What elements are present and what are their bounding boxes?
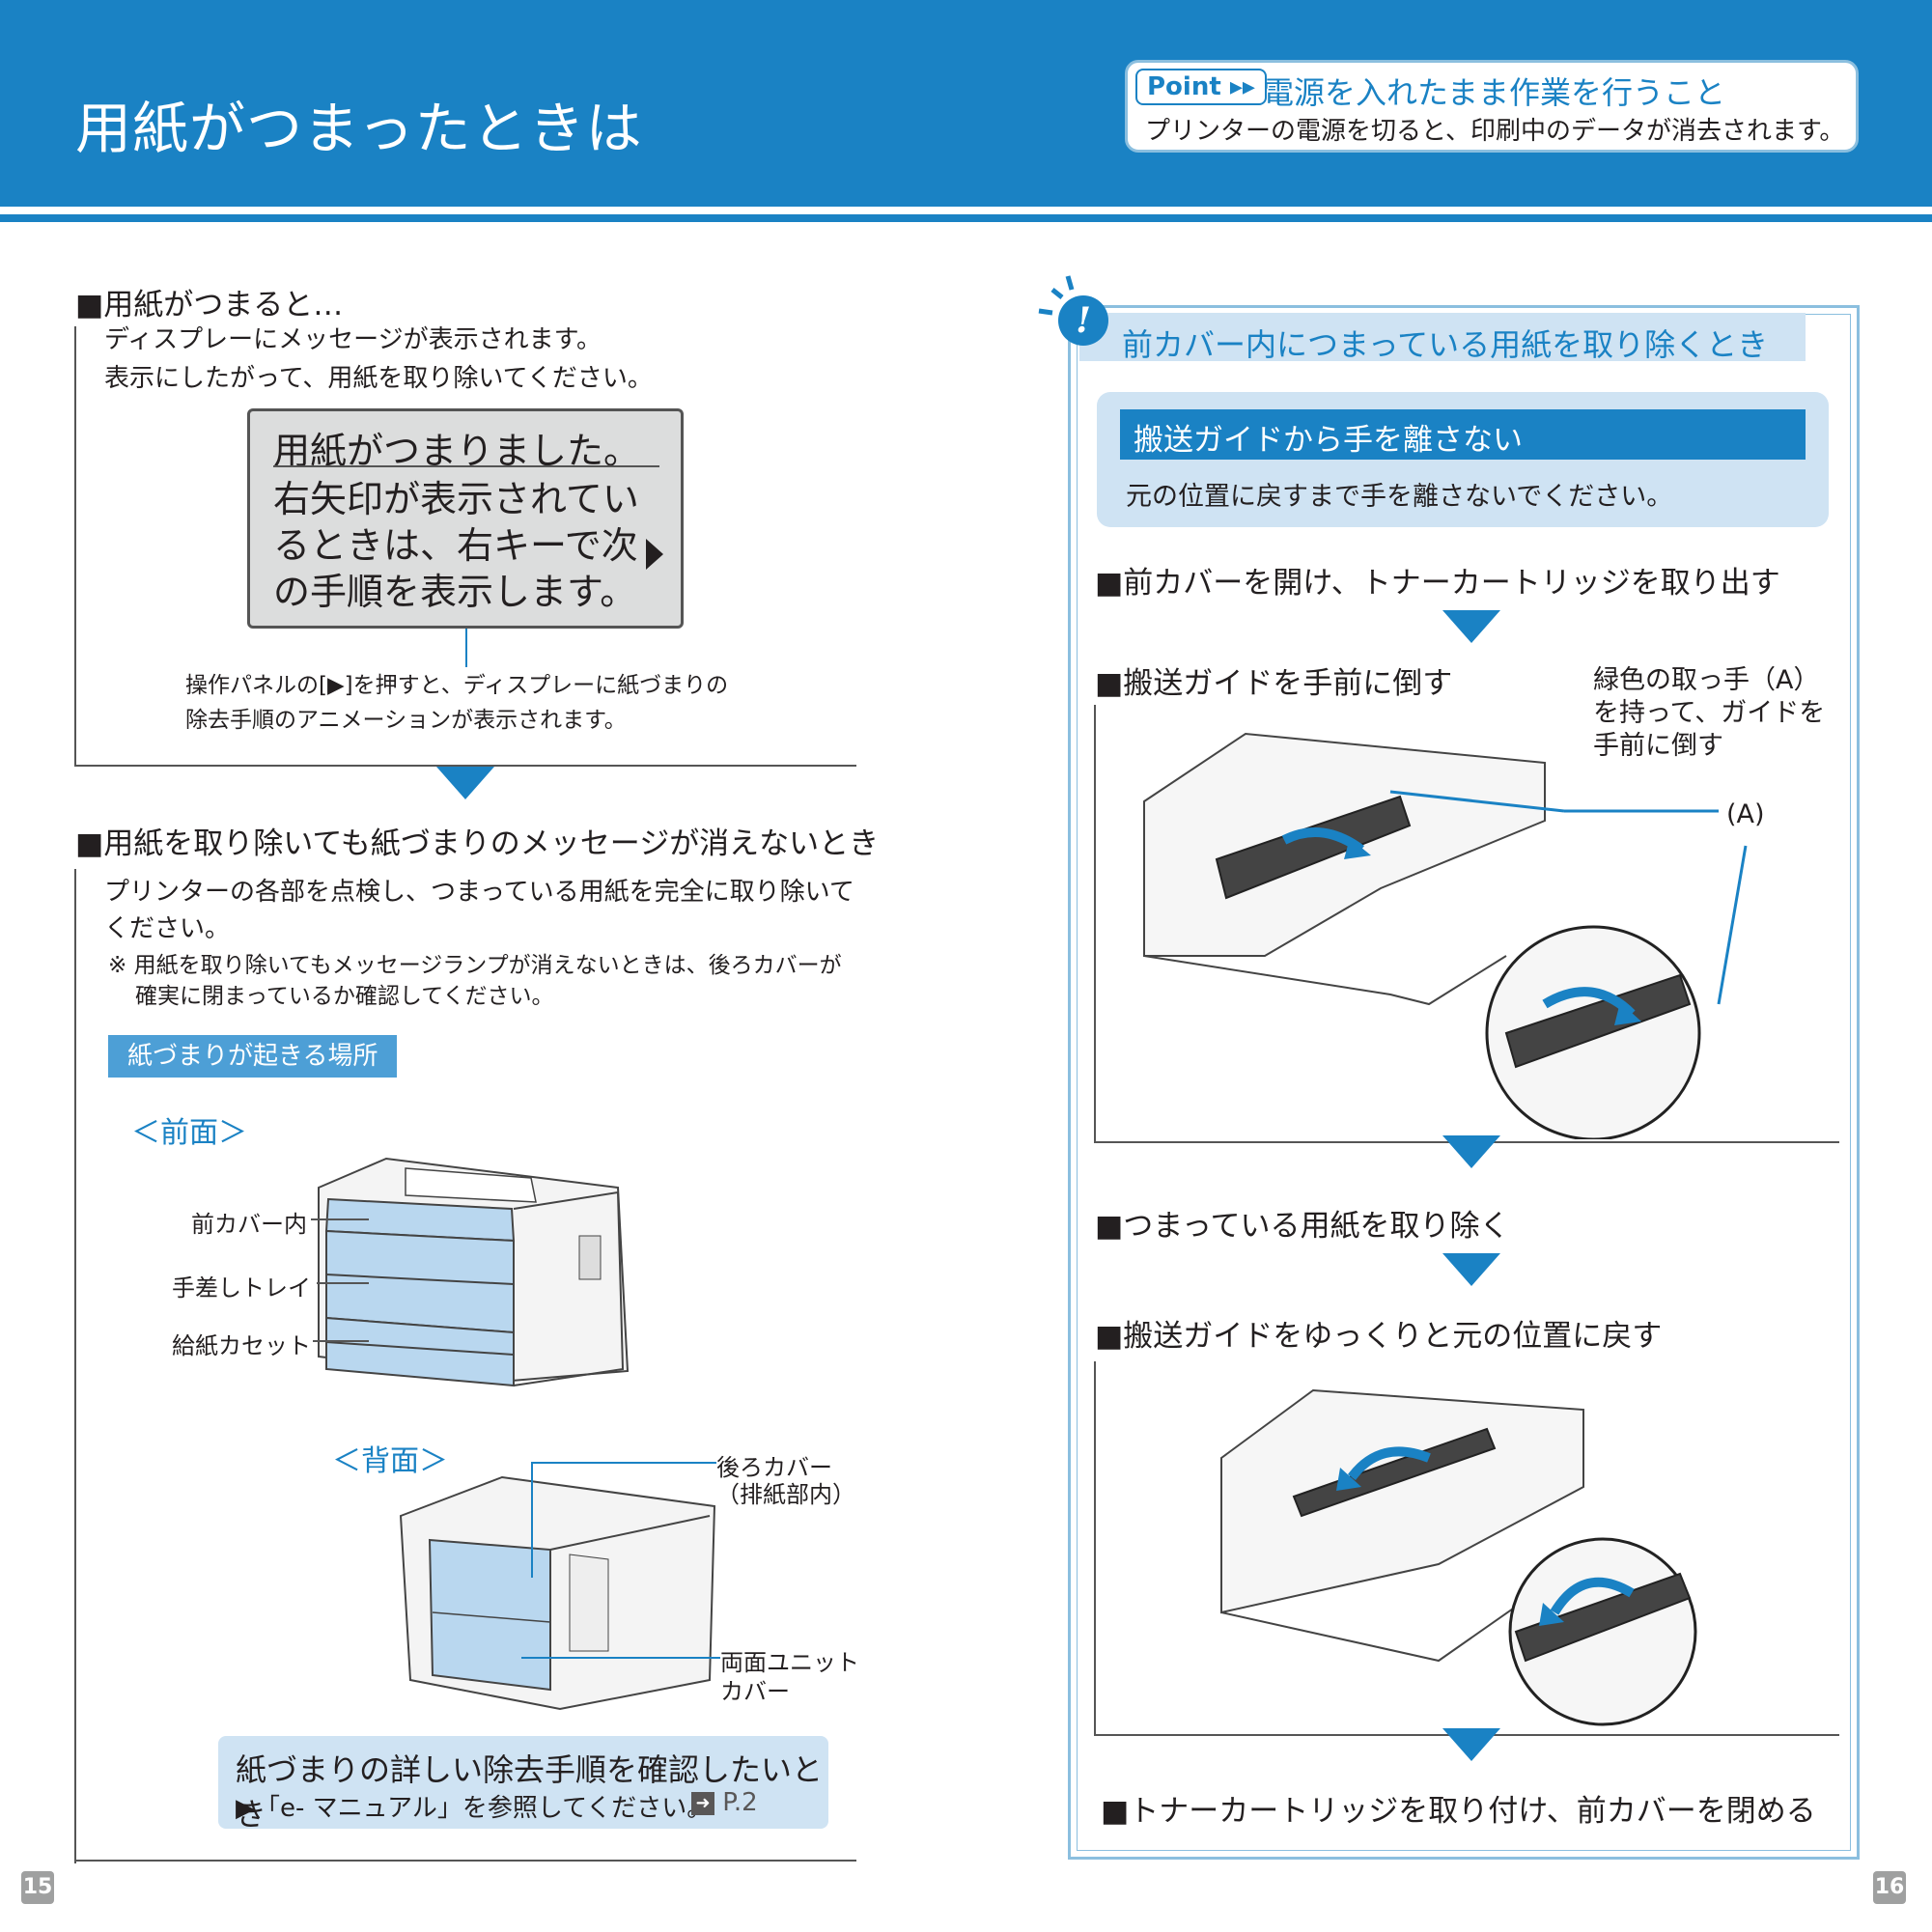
front-view-label: ＜前面＞ [131, 1116, 247, 1150]
right-arrow-icon [646, 539, 663, 570]
section1-note2: 除去手順のアニメーションが表示されます。 [185, 708, 627, 733]
page-ref-text: P.2 [722, 1788, 758, 1817]
callout-paper-cassette: 給紙カセット [172, 1332, 311, 1359]
guide-return-illustration [1220, 1388, 1697, 1726]
callout-line [531, 1462, 716, 1464]
section1-left-rule [74, 326, 76, 767]
page-ref-link[interactable]: ➜ P.2 [691, 1788, 758, 1817]
section2-left-rule [74, 869, 76, 1863]
section2-heading: ■用紙を取り除いても紙づまりのメッセージが消えないとき [75, 826, 880, 861]
svg-text:!: ! [1076, 300, 1091, 341]
page-title: 用紙がつまったときは [75, 96, 643, 161]
callout-line [521, 1657, 720, 1659]
down-arrow-icon [1442, 610, 1500, 643]
step4-heading: ■搬送ガイドをゆっくりと元の位置に戻す [1095, 1319, 1663, 1354]
label-a: (A) [1726, 799, 1765, 829]
callout-line [317, 1282, 369, 1284]
attention-icon: ! [1038, 275, 1108, 346]
callout-duplex-unit-cover: カバー [720, 1678, 790, 1705]
section2-text1: プリンターの各部を点検し、つまっている用紙を完全に取り除いて [104, 878, 854, 907]
arrow-right-icon: ➜ [691, 1791, 714, 1815]
callout-front-cover: 前カバー内 [191, 1211, 307, 1238]
callout-rear-cover: 後ろカバー [716, 1454, 832, 1481]
lcd-display: 用紙がつまりました。 右矢印が表示されてい るときは、右キーで次 の手順を表示し… [247, 408, 684, 629]
point-badge: Point ▸▸ [1135, 69, 1267, 105]
page-number-right: 16 [1873, 1871, 1906, 1904]
step2-note-line: 手前に倒す [1593, 731, 1723, 761]
right-panel-title: 前カバー内につまっている用紙を取り除くとき [1122, 326, 1769, 363]
lcd-leader-line [465, 629, 467, 667]
printer-front-illustration [318, 1157, 630, 1387]
section1-heading: ■用紙がつまると… [75, 288, 344, 322]
step4-left-rule [1094, 1361, 1096, 1736]
lcd-underline [273, 465, 659, 467]
point-title: 電源を入れたまま作業を行うこと [1263, 74, 1726, 111]
warning-text: 元の位置に戻すまで手を離さないでください。 [1126, 482, 1673, 512]
right-panel-frame [1068, 305, 1860, 1860]
down-arrow-icon [1442, 1135, 1500, 1168]
section1-bottom-rule [74, 765, 856, 767]
jam-location-tag: 紙づまりが起きる場所 [108, 1035, 398, 1078]
section2-note1: ※ 用紙を取り除いてもメッセージランプが消えないときは、後ろカバーが [108, 953, 842, 978]
back-view-label: ＜背面＞ [332, 1444, 448, 1478]
step2-note-line: を持って、ガイドを [1593, 698, 1826, 728]
lcd-line: 用紙がつまりました。 [273, 430, 641, 472]
section2-text2: ください。 [104, 914, 231, 943]
right-panel-title-band [1079, 313, 1806, 361]
point-text: プリンターの電源を切ると、印刷中のデータが消去されます。 [1145, 117, 1845, 146]
guide-down-illustration [1143, 732, 1748, 1139]
step2-heading: ■搬送ガイドを手前に倒す [1095, 666, 1453, 701]
lcd-line: の手順を表示します。 [273, 571, 637, 613]
header-rule [0, 214, 1932, 222]
step2-note-line: 緑色の取っ手（A） [1593, 665, 1820, 695]
warning-box: 搬送ガイドから手を離さない 元の位置に戻すまで手を離さないでください。 [1097, 392, 1829, 527]
callout-duplex-unit: 両面ユニット [720, 1649, 859, 1676]
callout-line [531, 1462, 533, 1578]
manual-info-box: 紙づまりの詳しい除去手順を確認したいとき ▶「e- マニュアル」を参照してくださ… [218, 1736, 828, 1833]
section2-bottom-rule [74, 1860, 856, 1862]
step2-left-rule [1094, 705, 1096, 1141]
down-arrow-icon [1442, 1253, 1500, 1286]
manual-info-text[interactable]: ▶「e- マニュアル」を参照してください。 [236, 1794, 713, 1823]
manual-info-title: 紙づまりの詳しい除去手順を確認したいとき [236, 1751, 824, 1833]
callout-line [311, 1218, 369, 1220]
printer-back-illustration [399, 1475, 716, 1711]
section1-text2: 表示にしたがって、用紙を取り除いてください。 [104, 364, 653, 393]
point-box: Point ▸▸ 電源を入れたまま作業を行うこと プリンターの電源を切ると、印刷… [1125, 60, 1859, 153]
callout-line [313, 1340, 369, 1342]
down-arrow-icon [1442, 1728, 1500, 1761]
lcd-line: るときは、右キーで次 [273, 524, 638, 567]
callout-rear-cover-sub: （排紙部内） [716, 1481, 855, 1508]
section1-text1: ディスプレーにメッセージが表示されます。 [104, 325, 602, 354]
warning-title: 搬送ガイドから手を離さない [1134, 423, 1523, 458]
section1-note1: 操作パネルの[▶]を押すと、ディスプレーに紙づまりの [185, 673, 729, 698]
callout-manual-tray: 手差しトレイ [172, 1274, 311, 1302]
page-number-left: 15 [21, 1871, 54, 1904]
step5-heading: ■トナーカートリッジを取り付け、前カバーを閉める [1101, 1794, 1816, 1829]
step3-heading: ■つまっている用紙を取り除く [1095, 1209, 1510, 1244]
down-arrow-icon [436, 767, 494, 799]
warning-title-band [1120, 409, 1806, 460]
step1-heading: ■前カバーを開け、トナーカートリッジを取り出す [1095, 566, 1780, 601]
lcd-line: 右矢印が表示されてい [273, 478, 639, 520]
section2-note2: 確実に閉まっているか確認してください。 [135, 984, 554, 1009]
